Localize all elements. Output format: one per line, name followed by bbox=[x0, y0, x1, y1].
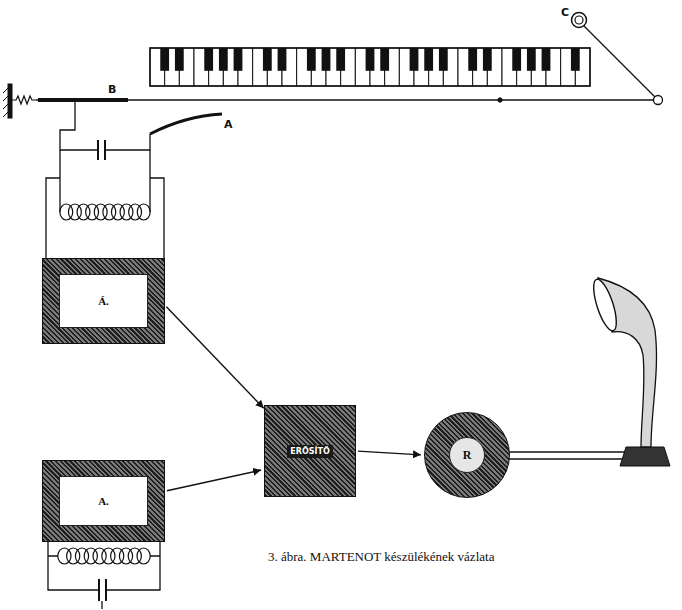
capacitor bbox=[99, 579, 106, 601]
ribbon-wire bbox=[36, 13, 663, 105]
node-label: A. bbox=[98, 495, 109, 507]
black-key bbox=[307, 48, 316, 71]
signal-arrow bbox=[166, 307, 263, 409]
receiver-circle: R bbox=[424, 412, 510, 498]
wall-mount bbox=[3, 84, 36, 118]
amp-center: ERŐSÍTŐ bbox=[273, 441, 347, 461]
black-key bbox=[542, 48, 551, 71]
ring-cord bbox=[584, 26, 655, 97]
black-key bbox=[263, 48, 272, 71]
slider-b bbox=[38, 98, 128, 102]
black-key bbox=[483, 48, 492, 71]
amplifier-box: ERŐSÍTŐ bbox=[264, 405, 356, 497]
box-window: A. bbox=[59, 476, 148, 526]
finger-ring-inner bbox=[575, 16, 583, 24]
black-key bbox=[527, 48, 536, 71]
wire bbox=[60, 100, 98, 150]
figure-caption: 3. ábra. MARTENOT készülékének vázlata bbox=[268, 549, 494, 565]
black-key bbox=[571, 48, 580, 71]
node-label: Á. bbox=[98, 295, 109, 307]
horn-base bbox=[620, 447, 670, 466]
signal-arrow bbox=[358, 451, 421, 455]
oscillator-box: Á. bbox=[42, 258, 165, 344]
horn-mouth bbox=[589, 277, 621, 333]
black-key bbox=[468, 48, 477, 71]
black-key bbox=[234, 48, 243, 71]
black-key bbox=[278, 48, 287, 71]
wire bbox=[105, 134, 150, 150]
black-key bbox=[336, 48, 345, 71]
speaker-rod bbox=[509, 451, 630, 452]
part-letter: A bbox=[224, 118, 233, 131]
black-key bbox=[322, 48, 331, 71]
black-key bbox=[175, 48, 184, 71]
coil bbox=[58, 548, 150, 564]
keyboard bbox=[150, 48, 590, 86]
ribbon-dot bbox=[498, 98, 502, 102]
spring bbox=[12, 96, 36, 104]
black-key bbox=[439, 48, 448, 71]
capacitor bbox=[98, 140, 105, 160]
wire bbox=[101, 601, 102, 609]
black-key bbox=[160, 48, 169, 71]
ribbon bbox=[36, 99, 655, 100]
plate-a bbox=[150, 114, 222, 134]
part-letter: B bbox=[108, 83, 116, 96]
black-key bbox=[512, 48, 521, 71]
box-window: Á. bbox=[59, 274, 148, 328]
wire bbox=[60, 150, 150, 212]
loudspeaker bbox=[509, 277, 670, 466]
wall-hatch bbox=[3, 88, 8, 117]
speaker-rod bbox=[509, 458, 630, 459]
black-key bbox=[424, 48, 433, 71]
coil bbox=[60, 204, 150, 220]
keyboard-frame bbox=[150, 48, 590, 86]
wire bbox=[46, 178, 164, 259]
wire bbox=[48, 555, 160, 556]
part-letter: C bbox=[561, 6, 569, 19]
wall bbox=[8, 84, 12, 118]
wire bbox=[48, 541, 160, 590]
receiver-center: R bbox=[449, 437, 485, 473]
coil-turn bbox=[137, 548, 150, 564]
amplifier-label: ERŐSÍTŐ bbox=[287, 445, 332, 458]
oscillator-circuit-upper bbox=[46, 100, 222, 259]
coil-turn bbox=[137, 204, 150, 220]
signal-arrow bbox=[167, 470, 261, 491]
black-key bbox=[204, 48, 213, 71]
finger-ring bbox=[572, 13, 587, 28]
oscillator-box: A. bbox=[42, 460, 165, 542]
node-label: R bbox=[463, 448, 472, 463]
black-key bbox=[380, 48, 389, 71]
black-key bbox=[219, 48, 228, 71]
black-key bbox=[410, 48, 419, 71]
black-key bbox=[366, 48, 375, 71]
oscillator-circuit-lower bbox=[48, 541, 160, 609]
